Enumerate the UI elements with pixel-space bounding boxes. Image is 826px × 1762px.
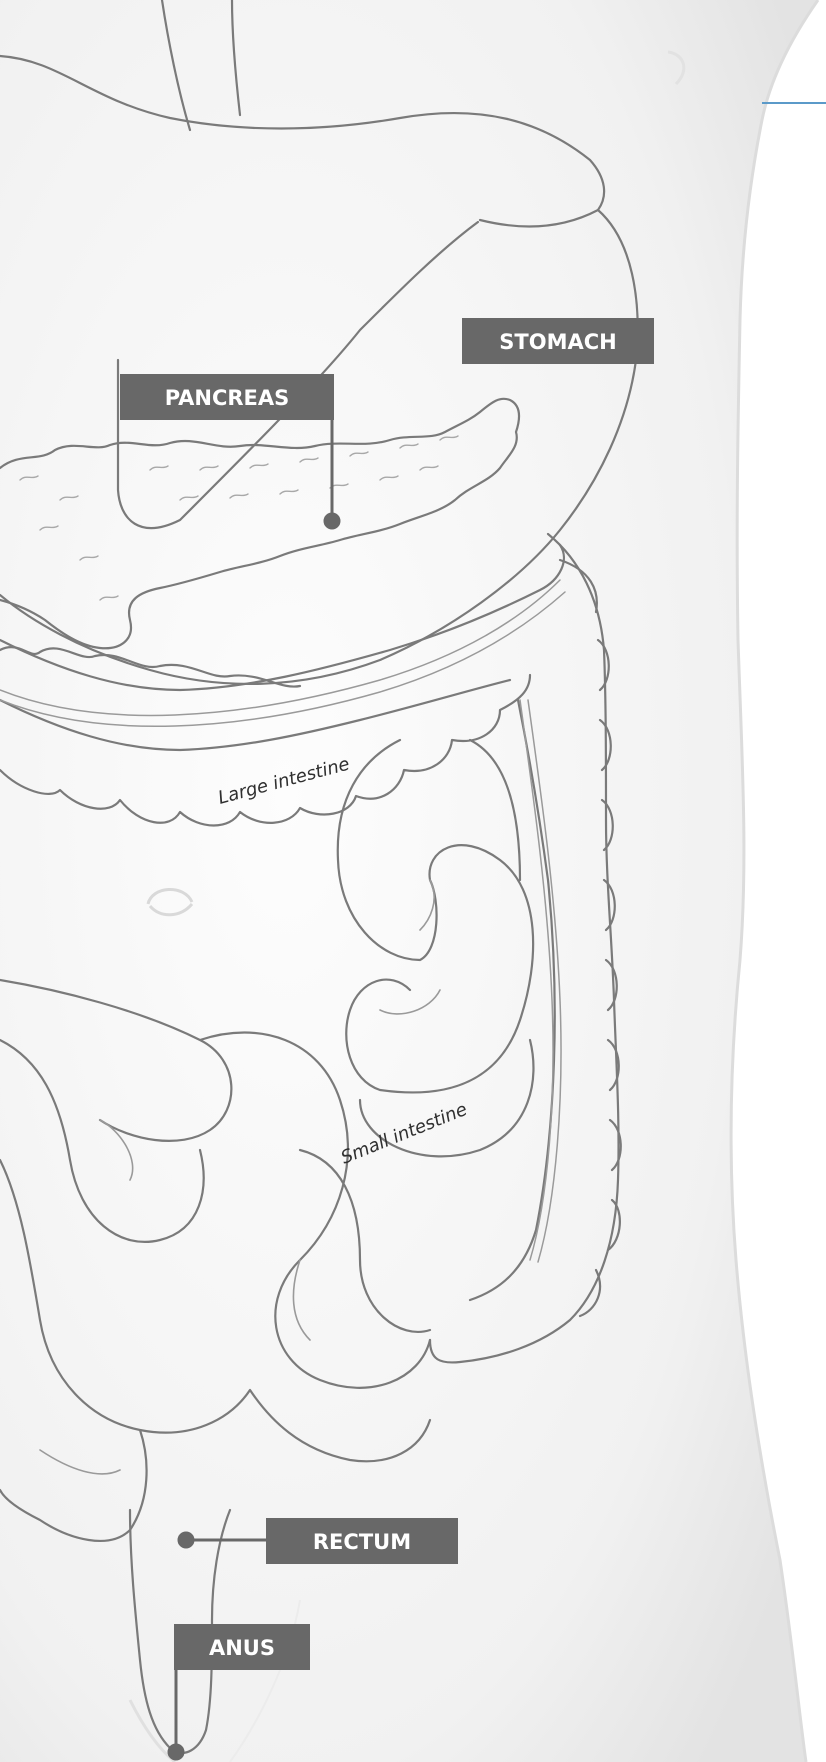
callout-stomach-text: STOMACH [499,330,616,354]
callout-anus-text: ANUS [209,1636,275,1660]
anus-leader-dot [169,1745,183,1759]
callout-rectum-text: RECTUM [313,1530,411,1554]
callout-pancreas: PANCREAS [120,374,334,420]
rectum-leader-dot [179,1533,193,1547]
callout-rectum: RECTUM [266,1518,458,1564]
pancreas-leader-dot [325,514,339,528]
callout-pancreas-text: PANCREAS [165,386,290,410]
callout-stomach: STOMACH [462,318,654,364]
callout-anus: ANUS [174,1624,310,1670]
